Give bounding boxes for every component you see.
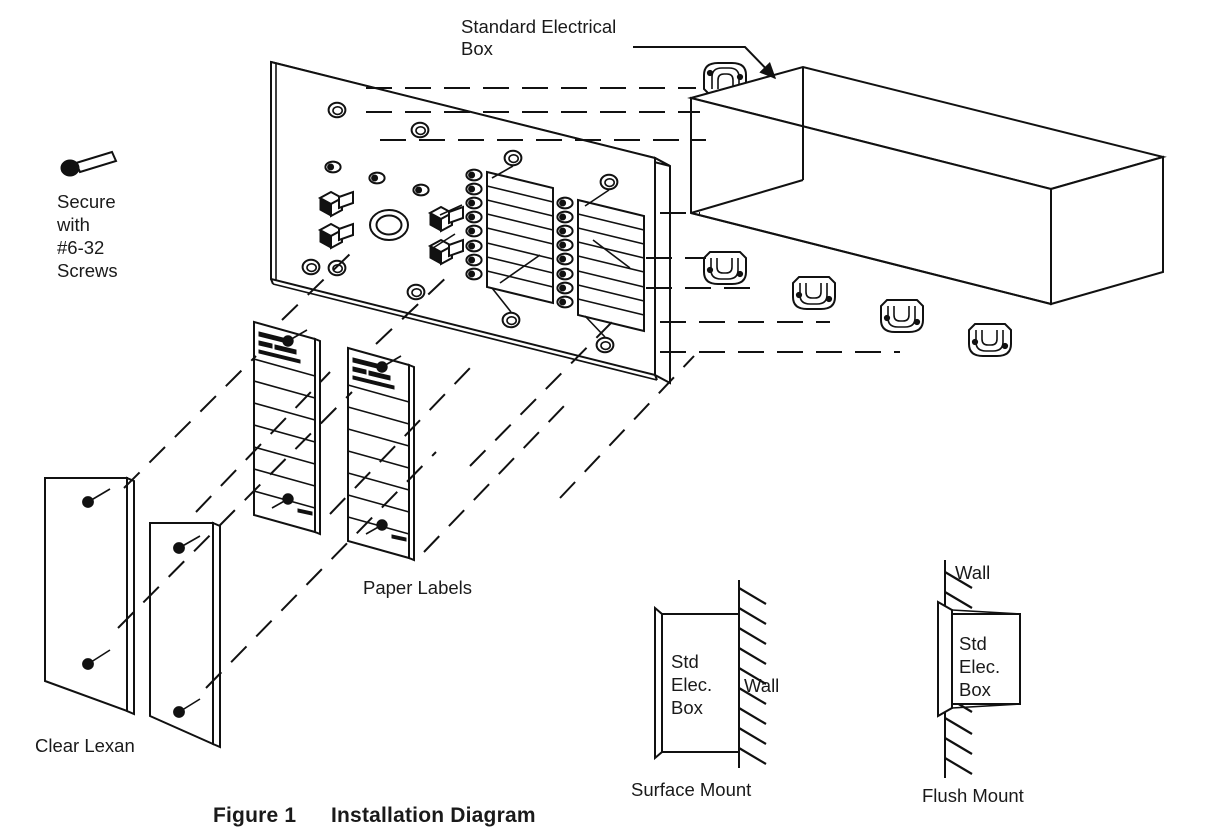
flush-mount-box-line1: Std (959, 633, 987, 654)
flush-mount-detail (937, 560, 1021, 778)
flush-mount-box-line2: Elec. (959, 656, 1000, 677)
faceplate-lower-holes (327, 259, 347, 277)
surface-mount-box-edge (654, 605, 663, 761)
faceplate-leader-ticks (432, 165, 631, 338)
label-window-right (556, 196, 645, 333)
electrical-box-inner-return (690, 67, 804, 214)
standard-electrical-box-leader (633, 46, 777, 80)
flush-mount-box-rules (951, 609, 1021, 709)
flush-mount-box-line3: Box (959, 679, 992, 700)
label-window-left-frame (486, 170, 554, 305)
clear-lexan-label: Clear Lexan (35, 735, 135, 756)
paper-label-sheets (253, 320, 415, 562)
secure-label-line3: #6-32 (57, 237, 104, 258)
flush-mount-title: Flush Mount (922, 785, 1024, 806)
label-window-left (465, 168, 554, 305)
faceplate-rotary-knob (369, 209, 409, 241)
surface-mount-box-line1: Std (671, 651, 699, 672)
clear-lexan-plate-2 (149, 521, 221, 749)
surface-mount-wall-label: Wall (744, 675, 779, 696)
secure-label-line4: Screws (57, 260, 118, 281)
faceplate-bottom-rule (272, 283, 658, 381)
faceplate-edge-right (654, 156, 671, 385)
electrical-box-right-face (1050, 155, 1164, 306)
clear-lexan-plate-1 (44, 476, 135, 716)
standard-electrical-box-label-line2: Box (461, 38, 494, 59)
figure-number: Figure 1 (213, 804, 296, 827)
paper-labels-label: Paper Labels (363, 577, 472, 598)
surface-mount-box-line3: Box (671, 697, 704, 718)
paper-label-sheet-1 (253, 320, 321, 536)
surface-mount-title: Surface Mount (631, 779, 751, 800)
clear-lexan-plates (44, 476, 221, 749)
surface-mount-detail (654, 580, 767, 768)
paper-label-header-marks-1 (258, 331, 301, 364)
standard-electrical-box (687, 62, 1167, 357)
screw-icon (60, 150, 118, 177)
secure-label-line2: with (56, 214, 90, 235)
label-window-right-frame (577, 198, 645, 333)
standard-electrical-box-label-line1: Standard Electrical (461, 16, 616, 37)
paper-label-sheet-2 (347, 346, 415, 562)
assembly-dashed-paths (117, 251, 695, 689)
surface-mount-wall-hatch (738, 587, 767, 765)
secure-label-line1: Secure (57, 191, 116, 212)
alignment-dashed-lines (366, 87, 900, 353)
faceplate-assembly (270, 60, 671, 385)
figure-caption: Installation Diagram (331, 804, 536, 827)
flush-mount-wall-label: Wall (955, 562, 990, 583)
paper-label-header-marks-2 (352, 357, 395, 390)
electrical-box-front-lower-edge (690, 212, 1052, 305)
flush-mount-box-flange (937, 600, 953, 718)
surface-mount-box-line2: Elec. (671, 674, 712, 695)
faceplate-bottom-cap (270, 278, 658, 381)
